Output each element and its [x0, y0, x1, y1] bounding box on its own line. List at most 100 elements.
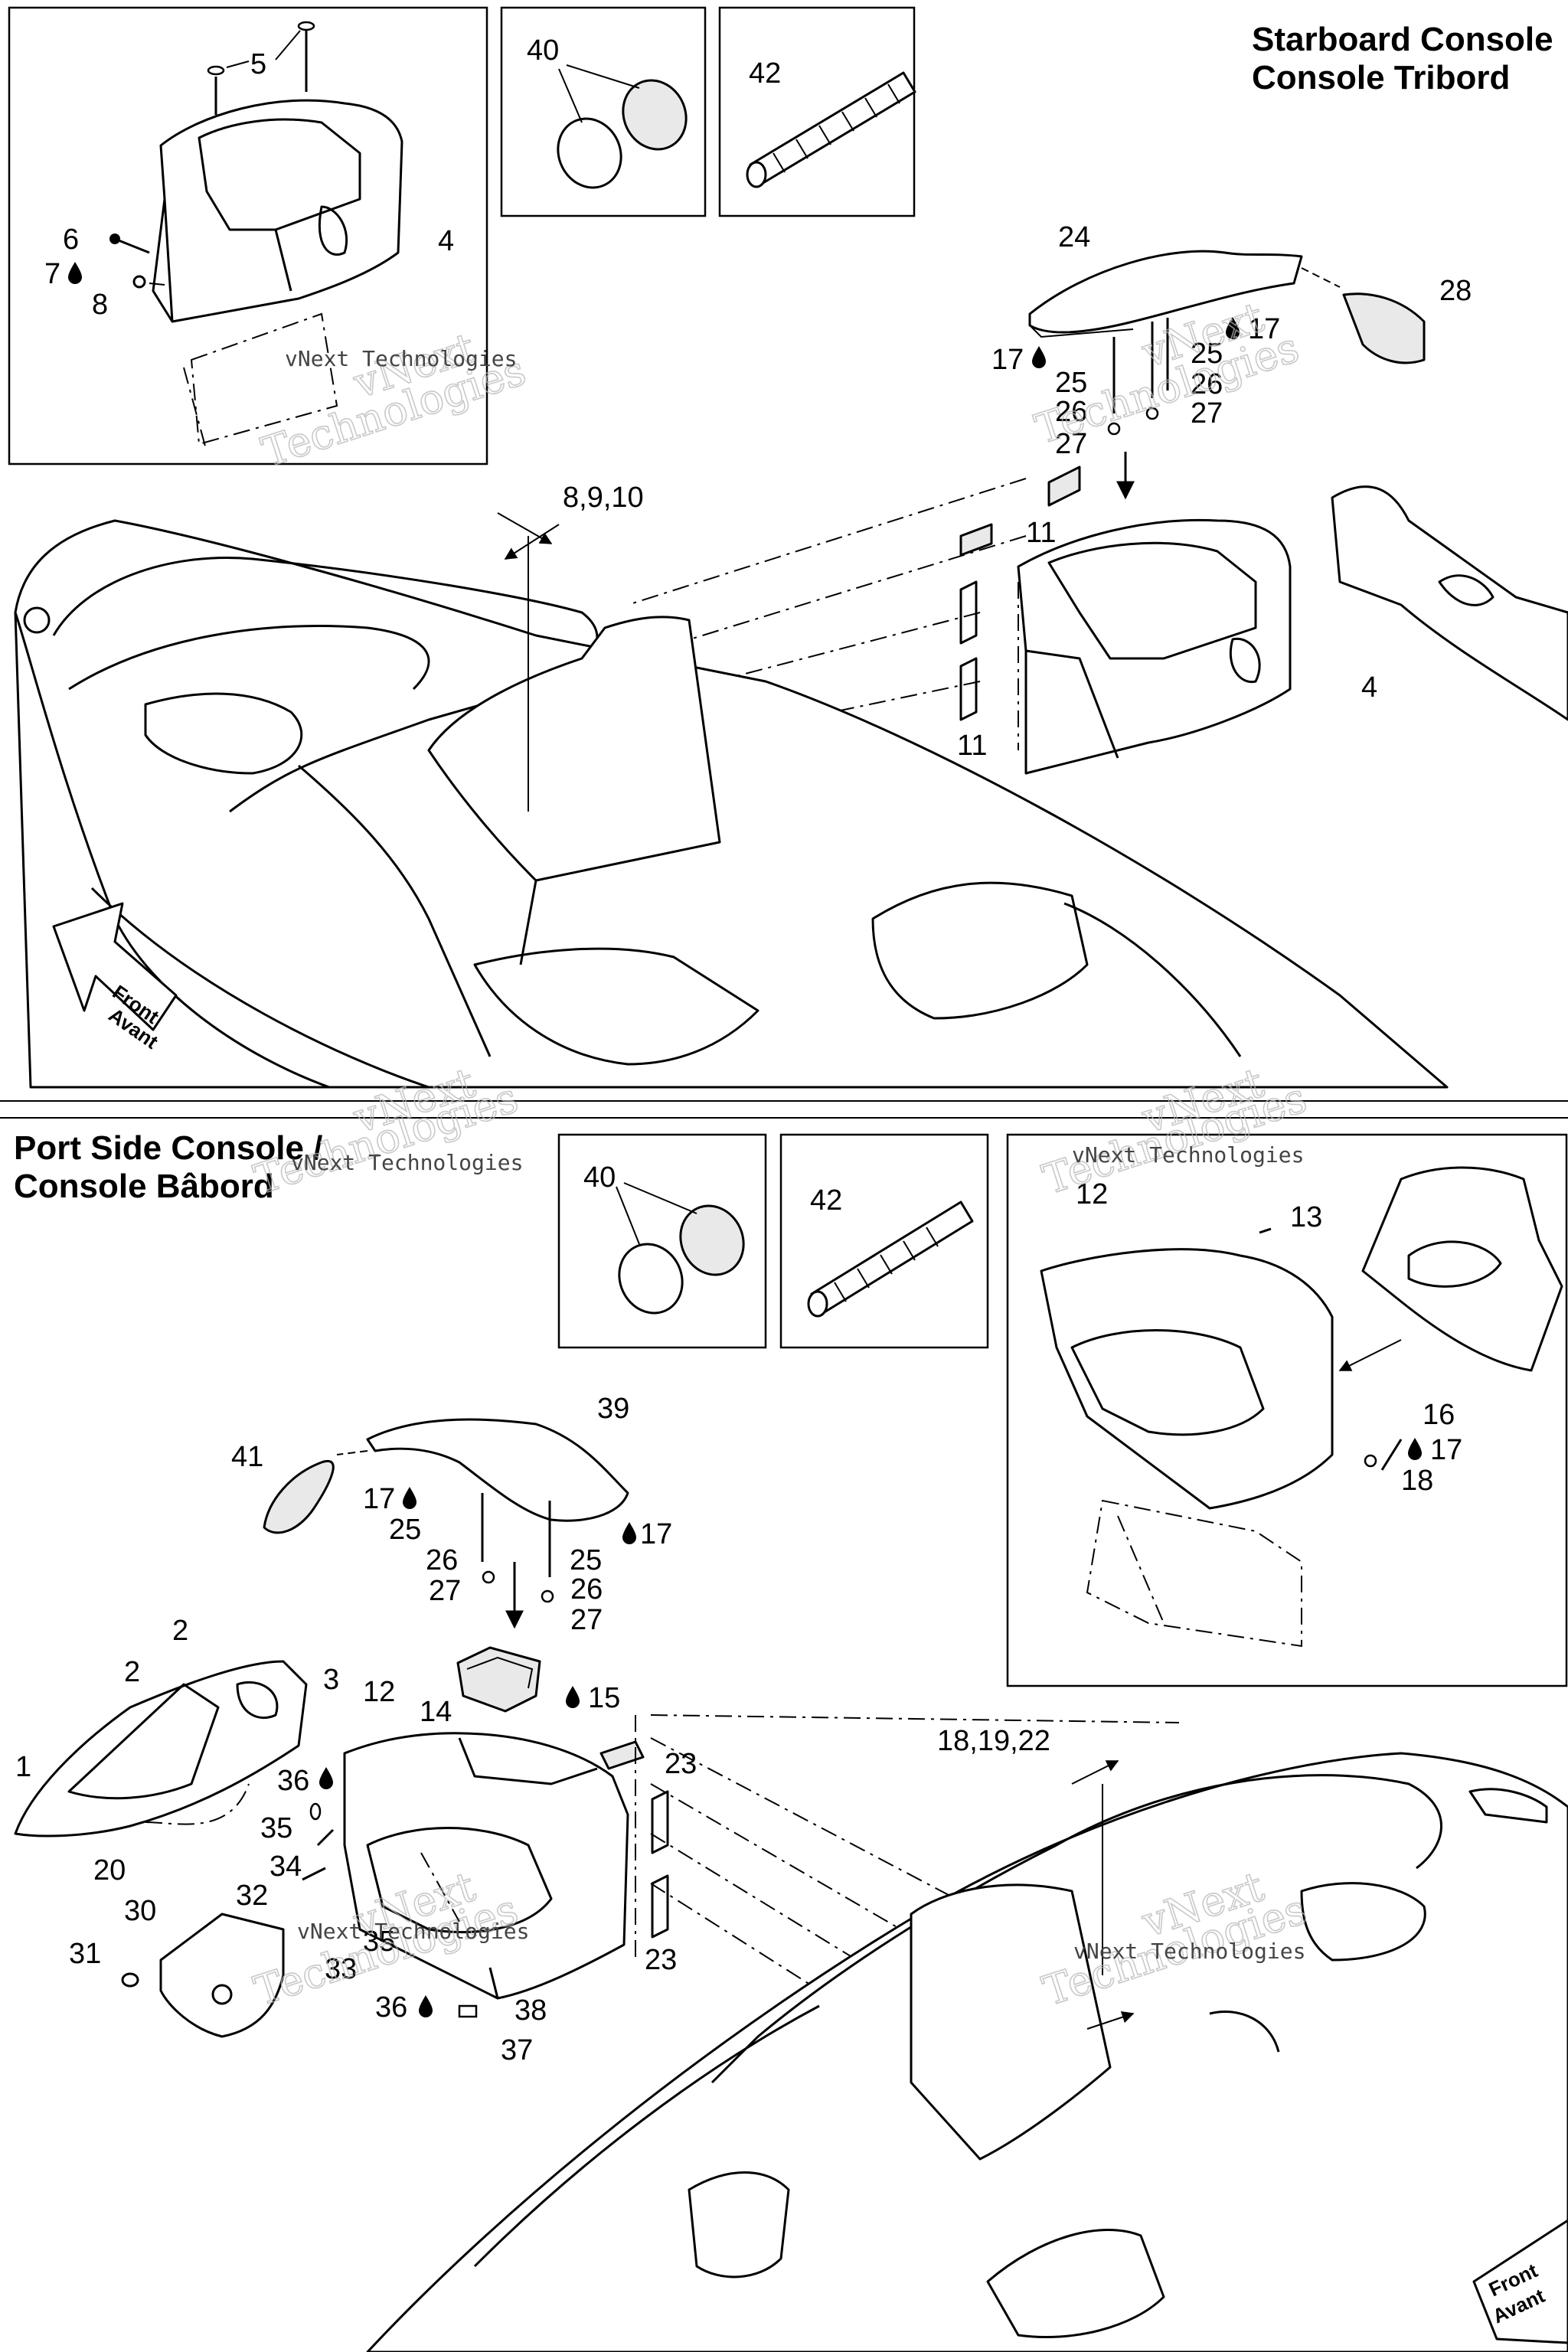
bolt-6-washer-8 — [109, 234, 165, 289]
svg-text:vNext Technologies: vNext Technologies — [291, 1150, 523, 1175]
inset-box-40-port — [557, 1133, 767, 1349]
callout: 2 — [172, 1615, 188, 1647]
callout: 36 — [277, 1765, 309, 1797]
callout: 12 — [1076, 1178, 1108, 1210]
callout: 31 — [69, 1938, 101, 1970]
callout: 17 — [991, 344, 1024, 376]
callout: 2 — [124, 1656, 140, 1688]
callout: 25 — [1055, 367, 1087, 399]
cover-30 — [121, 1913, 285, 2038]
inset-box-40 — [500, 6, 707, 217]
hull-top — [14, 519, 1449, 1089]
callout: 42 — [749, 57, 781, 90]
console-right-partial — [1331, 485, 1568, 721]
inset-box-console-port — [1006, 1133, 1568, 1687]
callout: 36 — [375, 1991, 407, 2024]
callout: 40 — [583, 1161, 616, 1194]
callout: 27 — [1191, 397, 1223, 430]
callout: 40 — [527, 34, 559, 67]
callout: 4 — [1361, 671, 1377, 704]
screw-5 — [207, 21, 315, 115]
callout: 35 — [260, 1812, 292, 1844]
port-title-1: Port Side Console / — [14, 1129, 322, 1167]
callout: 15 — [588, 1682, 620, 1714]
callout: 8 — [92, 289, 108, 321]
callout: 32 — [236, 1880, 268, 1912]
starboard-title-1: Starboard Console — [1252, 21, 1553, 58]
callout: 17 — [1248, 313, 1280, 345]
marker-8-9-10 — [497, 512, 560, 812]
armrest-39 — [336, 1418, 629, 1522]
callout: 16 — [1423, 1399, 1455, 1431]
callout: 13 — [1290, 1201, 1322, 1233]
callout: 33 — [325, 1953, 357, 1985]
console-12-port — [343, 1732, 629, 2000]
callout: 27 — [570, 1604, 603, 1636]
svg-text:vNext Technologies: vNext Technologies — [1072, 1142, 1304, 1168]
watermark-top: vNext Technologies vNext Technologies vN… — [256, 292, 1305, 478]
trim-41 — [263, 1459, 335, 1534]
callout: 42 — [810, 1184, 842, 1217]
pads-11 — [959, 466, 1081, 721]
callout: 7 — [44, 258, 60, 290]
foam-tube-42 — [746, 71, 916, 188]
hull-bottom — [366, 1752, 1568, 2352]
callout: 25 — [1191, 338, 1223, 370]
callout: 23 — [665, 1748, 697, 1780]
console-4 — [1017, 518, 1292, 775]
callout: 26 — [426, 1544, 458, 1576]
port-title-2: Console Bâbord — [14, 1168, 274, 1205]
foam-tube-42-port — [807, 1200, 974, 1318]
callout: 26 — [1191, 368, 1223, 400]
callout: 27 — [429, 1575, 461, 1607]
callout: 4 — [438, 225, 454, 257]
svg-text:vNext Technologies: vNext Technologies — [1073, 1939, 1305, 1964]
callout: 11 — [957, 730, 987, 762]
callout: 28 — [1439, 275, 1472, 307]
inset-box-console — [8, 6, 488, 466]
callout: 18 — [1401, 1465, 1433, 1497]
callout: 6 — [63, 224, 79, 256]
callout: 25 — [389, 1514, 421, 1546]
front-arrow-top: Front Avant — [52, 902, 178, 1054]
starboard-console-inset-drawing — [152, 99, 403, 452]
callout: 17 — [363, 1483, 395, 1515]
front-arrow-bottom: Front Avant — [1472, 2219, 1568, 2344]
port-console-inset-drawing — [1040, 1166, 1563, 1648]
callout: 26 — [1055, 396, 1087, 428]
studs-25 — [1107, 318, 1169, 436]
callout: 34 — [270, 1851, 302, 1883]
callout: 17 — [640, 1518, 672, 1550]
armrest-24 — [1028, 250, 1341, 338]
callout: 11 — [1026, 517, 1056, 549]
cup-14 — [456, 1646, 541, 1713]
callout: 1 — [15, 1751, 31, 1783]
callout: 35 — [363, 1926, 395, 1958]
callout: 26 — [570, 1573, 603, 1606]
callout: 3 — [323, 1664, 339, 1696]
svg-text:vNext Technologies: vNext Technologies — [285, 346, 517, 371]
callout: 39 — [597, 1393, 629, 1425]
grille-cap-40-port — [616, 1182, 745, 1315]
pads-23 — [599, 1740, 669, 1939]
grille-cap-40 — [557, 64, 688, 189]
starboard-section: Starboard Console Console Tribord — [8, 6, 1568, 1089]
inset-box-42 — [718, 6, 916, 217]
callout: 25 — [570, 1544, 602, 1576]
starboard-title-2: Console Tribord — [1252, 59, 1510, 96]
svg-text:vNext Technologies: vNext Technologies — [297, 1919, 529, 1944]
marker-18-19-22 — [1071, 1760, 1135, 2030]
callout: 23 — [645, 1944, 677, 1976]
callout: 41 — [231, 1441, 263, 1473]
studs-25-port — [481, 1493, 554, 1603]
callout: 24 — [1058, 221, 1090, 253]
callout: 14 — [420, 1696, 452, 1728]
callout: 20 — [93, 1854, 126, 1886]
callout: 12 — [363, 1676, 395, 1708]
callout: 37 — [501, 2034, 533, 2066]
small-hardware — [302, 1802, 499, 2018]
trim-28 — [1342, 292, 1426, 364]
callout: 27 — [1055, 428, 1087, 460]
inset-box-42-port — [779, 1133, 989, 1349]
